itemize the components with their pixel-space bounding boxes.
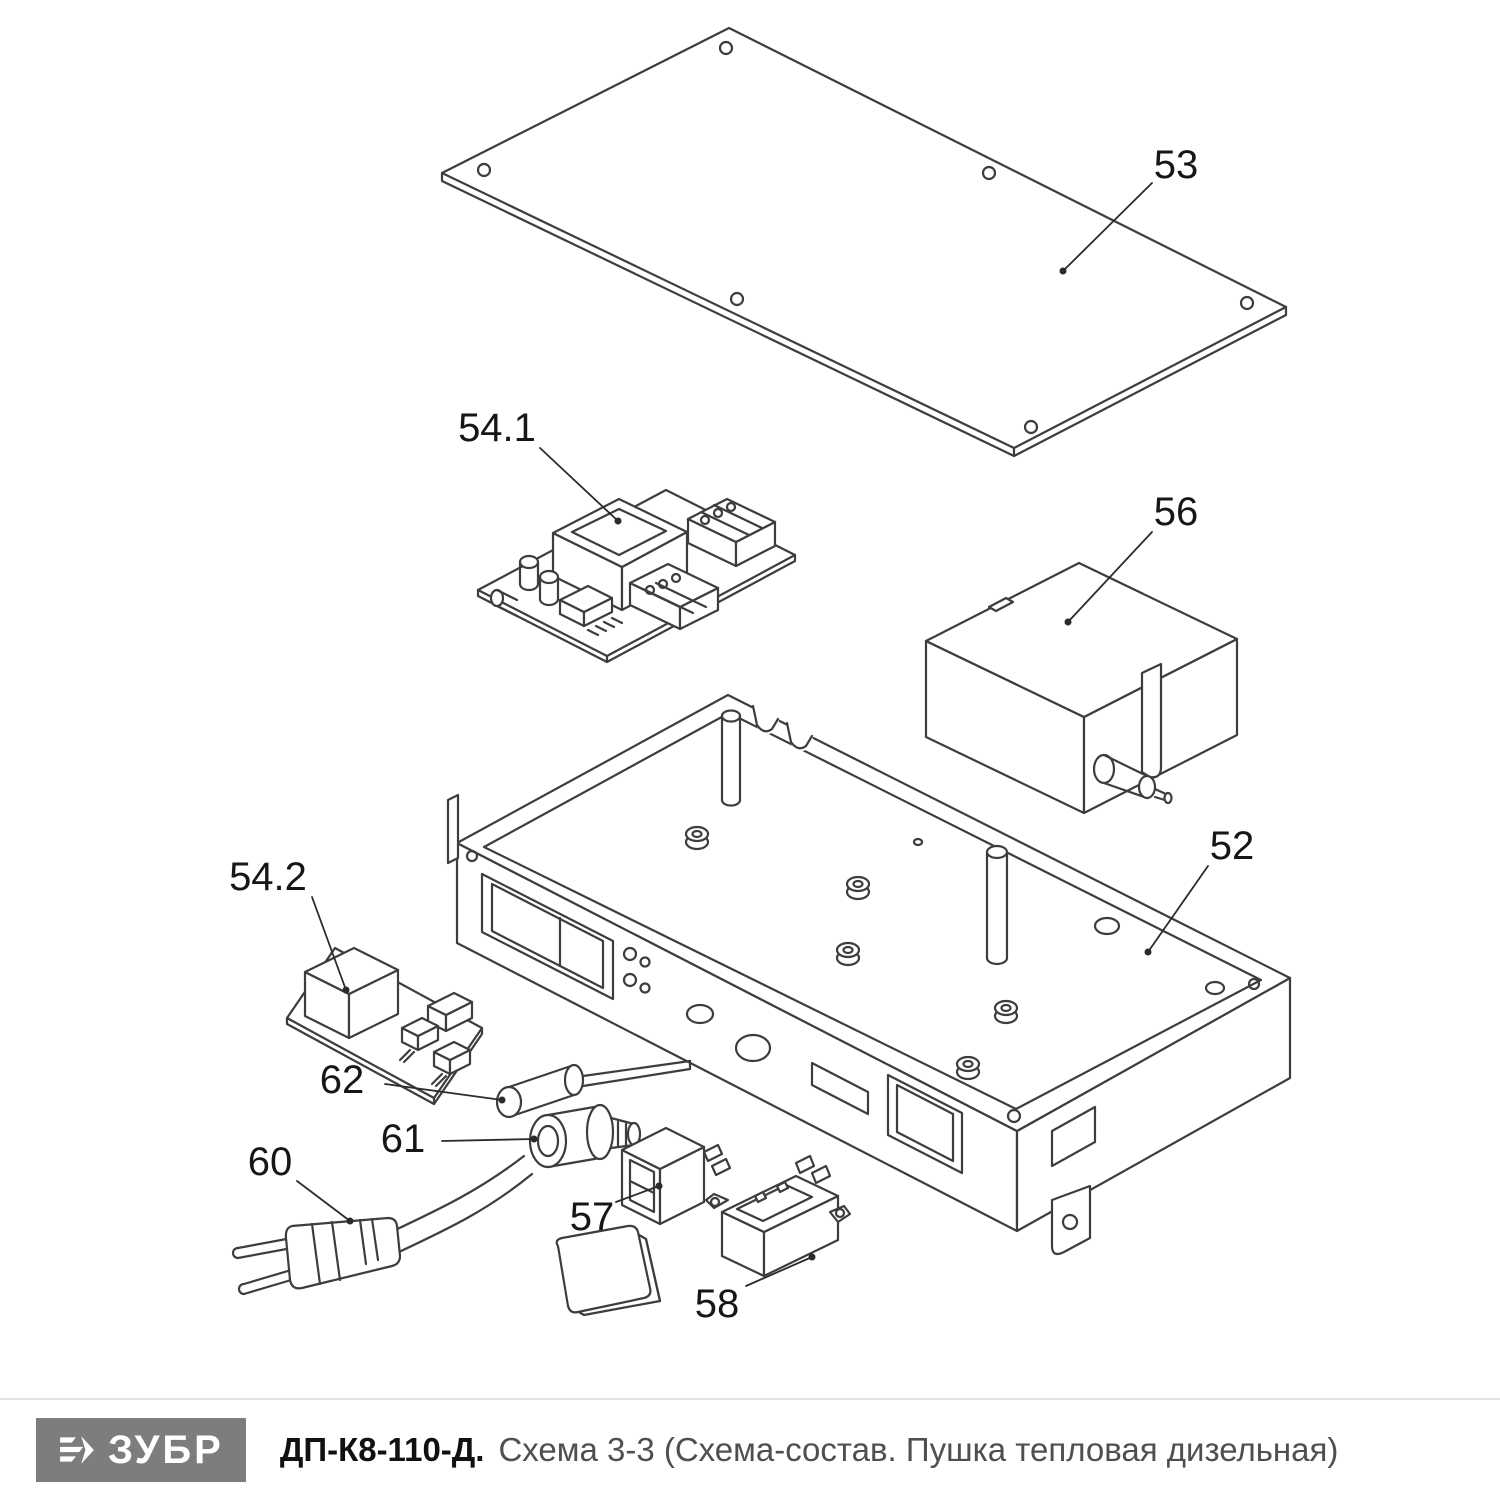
part-switch-board	[285, 946, 484, 1106]
part-label-56: 56	[1154, 490, 1199, 534]
part-control-board	[476, 488, 797, 664]
exploded-parts-diagram: 53 54.1 56 52 54.2 62 61 60 57 58	[229, 26, 1292, 1326]
part-flame-sensor	[495, 1059, 692, 1119]
zubr-logo: ЗУБР	[36, 1418, 246, 1482]
part-power-plug	[231, 1154, 534, 1296]
footer-caption-bar: ЗУБР ДП-К8-110-Д. Схема 3-3 (Схема-соста…	[0, 1398, 1500, 1500]
part-rocker-switch	[620, 1126, 732, 1226]
part-power-inlet	[704, 1154, 852, 1278]
part-label-60: 60	[248, 1140, 293, 1184]
part-ignition-unit	[924, 561, 1239, 815]
part-label-54-1: 54.1	[458, 406, 536, 450]
part-label-61: 61	[381, 1117, 426, 1161]
part-cover-plate	[440, 26, 1288, 458]
diagram-caption: ДП-К8-110-Д. Схема 3-3 (Схема-состав. Пу…	[280, 1431, 1338, 1469]
part-label-62: 62	[320, 1058, 365, 1102]
part-switch-cap	[555, 1224, 662, 1317]
part-label-57: 57	[570, 1195, 615, 1239]
part-label-52: 52	[1210, 824, 1255, 868]
part-cable-gland	[528, 1103, 642, 1169]
part-chassis-box	[446, 693, 1292, 1256]
leader-lines	[296, 182, 1209, 1287]
schema-subtitle: Схема 3-3 (Схема-состав. Пушка тепловая …	[498, 1431, 1339, 1468]
zubr-logo-icon	[60, 1436, 94, 1464]
part-label-53: 53	[1154, 143, 1199, 187]
brand-name: ЗУБР	[108, 1427, 224, 1472]
model-code: ДП-К8-110-Д.	[279, 1431, 485, 1468]
part-label-54-2: 54.2	[229, 855, 307, 899]
part-label-58: 58	[695, 1282, 740, 1326]
